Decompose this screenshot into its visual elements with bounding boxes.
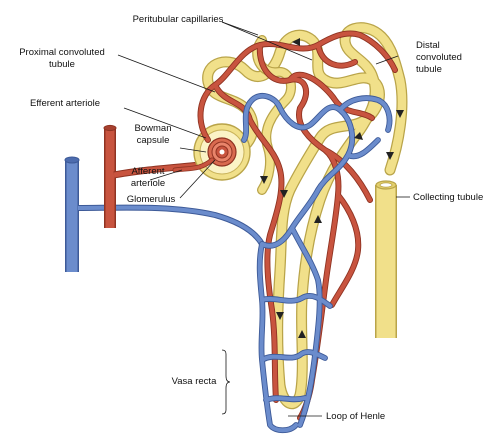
- label-proximal-line2: tubule: [49, 59, 75, 70]
- glomerulus: [207, 137, 237, 167]
- collecting-tubule: [375, 180, 397, 338]
- label-afferent-line1: Afferent: [131, 166, 164, 177]
- label-collecting-tubule: Collecting tubule: [413, 192, 483, 203]
- peritubular-capillaries-venous: [241, 92, 393, 434]
- label-vasa-recta: Vasa recta: [172, 376, 217, 387]
- label-glomerulus: Glomerulus: [127, 194, 176, 205]
- label-bowman-line2: capsule: [137, 135, 170, 146]
- peritubular-capillaries-arterial: [172, 30, 398, 421]
- label-peritubular-capillaries: Peritubular capillaries: [133, 14, 224, 25]
- leader-lines: [117, 21, 410, 417]
- label-distal-line3: tubule: [416, 64, 442, 75]
- flow-arrows: [260, 38, 404, 338]
- label-proximal-line1: Proximal convoluted: [19, 47, 105, 58]
- label-bowman-line1: Bowman: [135, 123, 172, 134]
- label-efferent-arteriole: Efferent arteriole: [30, 98, 100, 109]
- label-distal-line1: Distal: [416, 40, 440, 51]
- label-distal-line2: convoluted: [416, 52, 462, 63]
- label-loop-of-henle: Loop of Henle: [326, 411, 385, 422]
- label-afferent-line2: arteriole: [131, 178, 165, 189]
- labels: Peritubular capillaries Proximal convolu…: [19, 14, 483, 422]
